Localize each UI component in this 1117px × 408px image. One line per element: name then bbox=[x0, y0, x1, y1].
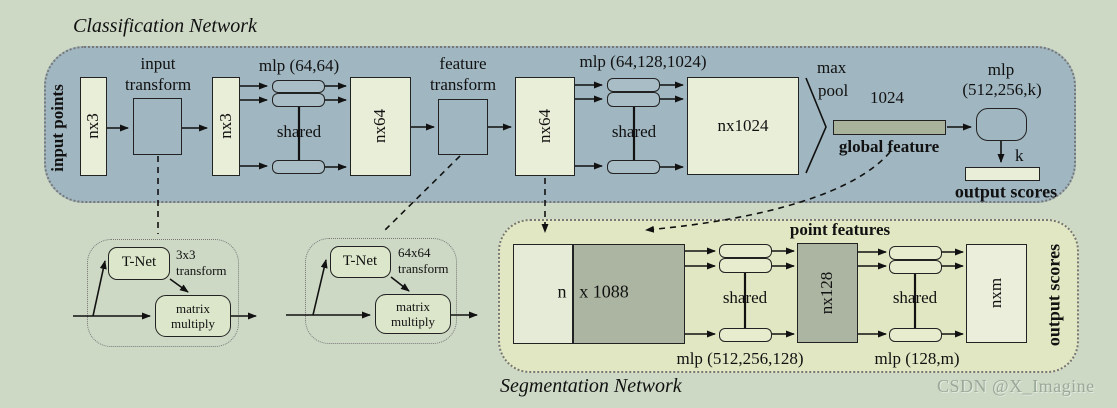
nx64-label-1: nx64 bbox=[370, 109, 390, 143]
seg-shared-label-2: shared bbox=[892, 288, 938, 308]
nx64-box-2 bbox=[515, 77, 575, 176]
seg-n-label: n bbox=[557, 281, 567, 302]
nx64-label-2: nx64 bbox=[535, 109, 555, 143]
nxm-box bbox=[966, 244, 1027, 343]
classification-network-title: Classification Network bbox=[73, 15, 257, 37]
mlp2-layer-box-3 bbox=[607, 160, 660, 174]
input-transform-label-1: input bbox=[140, 54, 176, 74]
bar-size-label: 1024 bbox=[870, 88, 904, 108]
seg-mlp2-layer-box-1 bbox=[889, 246, 942, 260]
global-feature-label: global feature bbox=[838, 137, 940, 157]
nx3-label-1: nx3 bbox=[83, 113, 103, 139]
tnet2-transform-label: transform bbox=[398, 261, 449, 276]
matrix-multiply-label-2a: matrix bbox=[396, 299, 430, 315]
tnet2-label: T-Net bbox=[342, 253, 378, 270]
point-features-label: point features bbox=[789, 220, 891, 240]
matrix-multiply-label-2b: multiply bbox=[390, 314, 436, 330]
output-scores-box bbox=[965, 167, 1040, 181]
mlp1-label: mlp (64,64) bbox=[258, 56, 340, 76]
matrix-multiply-box-2 bbox=[375, 294, 451, 334]
mlp1-layer-box-2 bbox=[272, 93, 325, 107]
tnet2-size-label: 64x64 bbox=[398, 245, 431, 260]
shared-label-2: shared bbox=[611, 122, 657, 142]
clf-output-scores-label: output scores bbox=[954, 181, 1058, 202]
seg-output-scores-label: output scores bbox=[1043, 243, 1064, 347]
classification-mlp-box bbox=[976, 108, 1027, 141]
seg-mlp2-label: mlp (128,m) bbox=[874, 349, 960, 369]
seg-mlp1-layer-box-1 bbox=[719, 244, 772, 258]
clf-mlp-label-2: (512,256,k) bbox=[962, 80, 1042, 100]
input-transform-label-2: transform bbox=[124, 75, 192, 95]
matrix-multiply-box-1 bbox=[155, 295, 231, 337]
tnet-group-64x64 bbox=[305, 238, 457, 344]
feature-transform-label-1: feature bbox=[439, 54, 487, 74]
seg-shared-label-1: shared bbox=[722, 288, 768, 308]
mlp2-label: mlp (64,128,1024) bbox=[579, 52, 707, 72]
tnet1-size-label: 3x3 bbox=[176, 247, 196, 262]
clf-mlp-label-1: mlp bbox=[987, 60, 1015, 80]
global-feature-bar bbox=[833, 120, 946, 135]
mlp2-layer-box-2 bbox=[607, 92, 660, 107]
tnet1-label: T-Net bbox=[121, 254, 157, 271]
input-transform-box bbox=[133, 98, 182, 155]
feature-transform-box bbox=[438, 99, 488, 155]
max-pool-label-1: max bbox=[817, 58, 847, 77]
nx1024-label: nx1024 bbox=[717, 116, 769, 136]
seg-mlp1-layer-box-3 bbox=[719, 328, 772, 342]
mlp2-layer-box-1 bbox=[607, 78, 660, 92]
nx128-label: nx128 bbox=[817, 271, 837, 315]
tnet2-box bbox=[330, 246, 391, 278]
k-label: k bbox=[1015, 146, 1024, 165]
matrix-multiply-label-1b: multiply bbox=[170, 316, 216, 332]
tnet1-transform-label: transform bbox=[176, 263, 227, 278]
seg-mlp1-layer-box-2 bbox=[719, 258, 772, 273]
seg-input-n-box bbox=[513, 244, 573, 344]
nx3-box-2 bbox=[212, 77, 240, 176]
tnet-group-3x3 bbox=[87, 239, 239, 347]
feature-transform-label-2: transform bbox=[429, 75, 497, 95]
nxm-label: nxm bbox=[986, 277, 1006, 309]
seg-x1088-label: x 1088 bbox=[579, 281, 629, 302]
seg-input-1088-box bbox=[573, 244, 685, 344]
tnet1-box bbox=[108, 247, 170, 280]
mlp1-layer-box-1 bbox=[272, 80, 325, 93]
max-pool-label-2: pool bbox=[818, 81, 849, 100]
seg-mlp2-layer-box-3 bbox=[889, 328, 942, 342]
csdn-watermark: CSDN @X_Imagine bbox=[937, 376, 1095, 396]
seg-mlp1-label: mlp (512,256,128) bbox=[676, 349, 804, 369]
input-points-label: input points bbox=[48, 84, 68, 172]
mlp1-layer-box-3 bbox=[272, 160, 325, 174]
nx3-label-2: nx3 bbox=[216, 113, 236, 139]
seg-mlp2-layer-box-2 bbox=[889, 260, 942, 274]
nx128-box bbox=[797, 243, 858, 343]
segmentation-network-title: Segmentation Network bbox=[500, 375, 682, 397]
matrix-multiply-label-1a: matrix bbox=[176, 301, 210, 317]
nx3-box-1 bbox=[80, 77, 107, 176]
shared-label-1: shared bbox=[276, 122, 322, 142]
